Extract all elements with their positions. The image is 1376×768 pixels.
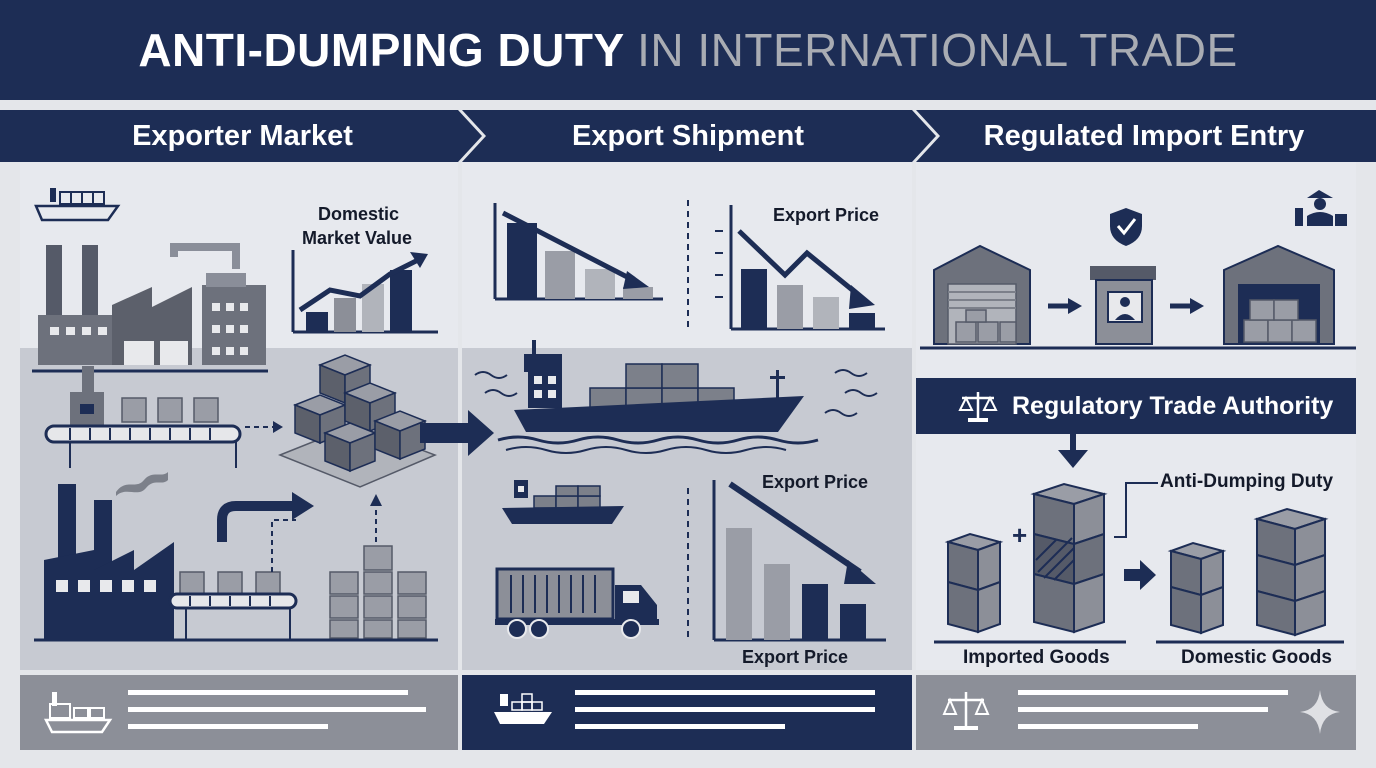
title-secondary: IN INTERNATIONAL TRADE: [637, 24, 1238, 76]
result-arrow: [1124, 560, 1156, 590]
footer-line: [575, 707, 875, 712]
footer-scales-icon: [942, 692, 990, 730]
domestic-value-rising-chart: [291, 250, 438, 334]
decline-bar-2: [764, 564, 790, 640]
rising-bar-1: [306, 312, 328, 332]
dashed-divider-top: [687, 200, 689, 330]
footer-ship-icon-2: [494, 693, 552, 724]
falling-price-chart-1: [493, 203, 663, 301]
footer-line: [1018, 690, 1288, 695]
domestic-value-line2: Market Value: [302, 228, 413, 248]
domestic-goods-stack: [1167, 507, 1329, 637]
imported-goods-label: Imported Goods: [963, 647, 1110, 668]
sparkle-icon: [1300, 690, 1340, 734]
falling-bar-2: [545, 251, 575, 299]
small-ship-icon: [34, 188, 121, 222]
stage-label-import: Regulated Import Entry: [983, 119, 1305, 152]
falling-price-chart-2: [715, 205, 885, 331]
dashed-divider-bottom: [687, 488, 689, 638]
decline-bar-3: [802, 584, 828, 640]
price-bar-4: [849, 313, 875, 329]
footer-line: [128, 707, 426, 712]
title-banner: ANTI-DUMPING DUTY IN INTERNATIONAL TRADE: [0, 0, 1376, 100]
goods-baselines: [934, 640, 1344, 644]
import-checkpoint-scene: [920, 244, 1356, 350]
stage-banner-shapes: [0, 110, 1376, 162]
stage-banner-3: [916, 110, 1376, 162]
export-price-label-bottom: Export Price: [742, 647, 849, 667]
stage-label-shipment: Export Shipment: [571, 119, 804, 152]
authority-down-arrow: [1058, 434, 1088, 468]
footer-line: [1018, 724, 1198, 729]
svg-text:+: +: [1012, 520, 1027, 550]
page-title: ANTI-DUMPING DUTY IN INTERNATIONAL TRADE: [138, 23, 1237, 77]
price-bar-1: [741, 269, 767, 329]
export-price-label-top: Export Price: [773, 205, 880, 225]
decline-bar-1: [726, 528, 752, 640]
stage-banner-1: [0, 110, 482, 162]
truck-icon: [495, 567, 659, 639]
domestic-value-line1: Domestic: [318, 204, 400, 224]
export-price-label-mid: Export Price: [762, 472, 869, 492]
price-bar-3: [813, 297, 839, 329]
duty-callout-line: [1114, 482, 1158, 538]
imported-goods-stack: +: [944, 482, 1108, 634]
footer-line: [128, 690, 408, 695]
footer-line: [575, 690, 875, 695]
box-stack-isometric: [277, 354, 438, 488]
cargo-ship-large: [497, 340, 819, 454]
falling-bar-1: [507, 223, 537, 299]
falling-price-chart-3: [712, 480, 886, 642]
conveyor-belt-top: [44, 366, 242, 468]
scales-icon-banner: [958, 392, 998, 422]
smoke-icon: [116, 472, 168, 496]
domestic-goods-label: Domestic Goods: [1181, 647, 1332, 668]
footer-ship-icon-1: [43, 692, 113, 734]
rising-bar-2: [334, 298, 356, 332]
authority-label: Regulatory Trade Authority: [1012, 392, 1334, 420]
authority-banner: [916, 378, 1356, 434]
duty-label: Anti-Dumping Duty: [1160, 471, 1334, 492]
rising-bar-4: [390, 270, 412, 332]
dashed-arrow-to-stack: [245, 421, 283, 433]
decline-bar-4: [840, 604, 866, 640]
factory-icon-top: [32, 243, 268, 373]
flow-arrow-to-shipment: [420, 410, 494, 456]
customs-officer-icon: [1295, 190, 1347, 226]
wave-marks: [474, 369, 878, 417]
stage-label-exporter: Exporter Market: [132, 119, 353, 152]
factory-icon-bottom: [34, 484, 438, 642]
falling-bar-3: [585, 269, 615, 299]
footer-exporter: [20, 675, 458, 750]
footer-import: [916, 675, 1356, 750]
shield-check-icon: [1110, 208, 1142, 246]
stage-banner-2: [462, 110, 936, 162]
footer-line: [575, 724, 785, 729]
falling-bar-4: [623, 287, 653, 299]
footer-line: [1018, 707, 1268, 712]
small-cargo-ship: [502, 480, 624, 524]
rising-bar-3: [362, 284, 384, 332]
footer-line: [128, 724, 328, 729]
title-primary: ANTI-DUMPING DUTY: [138, 24, 624, 76]
price-bar-2: [777, 285, 803, 329]
